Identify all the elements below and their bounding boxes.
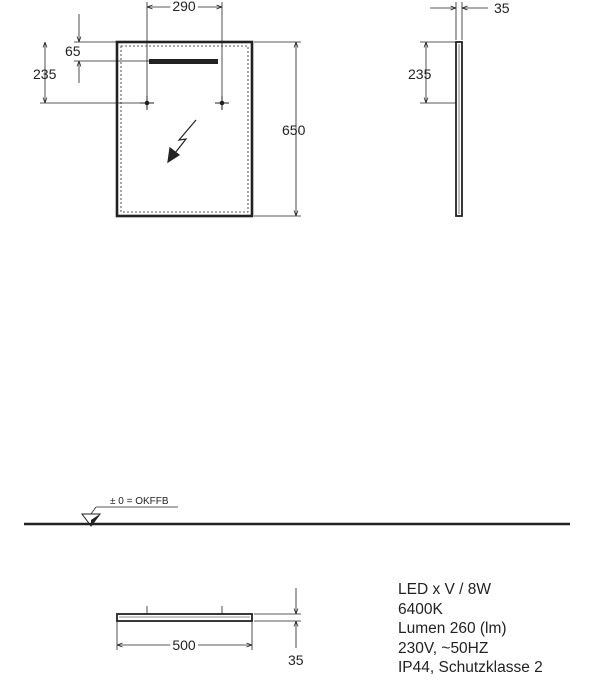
dim-235-front-label: 235 — [33, 66, 57, 82]
electrical-connection-icon — [167, 119, 197, 164]
spec-voltage: 230V, ~50HZ — [398, 639, 489, 657]
dim-235-side-label: 235 — [408, 66, 432, 82]
label-backdrop — [170, 637, 198, 653]
dim-35-side-label: 35 — [494, 0, 510, 16]
mirror-outline — [115, 40, 254, 218]
spec-protection: IP44, Schutzklasse 2 — [398, 659, 543, 676]
top-view — [116, 588, 301, 650]
spec-lumen: Lumen 260 (lm) — [398, 620, 507, 637]
side-view — [420, 2, 488, 217]
top-profile — [116, 613, 253, 622]
spec-color-temp: 6400K — [398, 600, 443, 618]
dim-65-label: 65 — [65, 43, 81, 59]
dim-650-label: 650 — [282, 122, 306, 138]
mounting-point-left — [140, 96, 154, 110]
spec-led: LED x V / 8W — [398, 581, 492, 598]
front-view — [40, 2, 301, 218]
floor-level — [24, 506, 570, 527]
label-backdrop — [170, 0, 198, 14]
dim-500-label: 500 — [172, 637, 196, 653]
spec-list: LED x V / 8W 6400K Lumen 260 (lm) 230V, … — [398, 580, 543, 678]
floor-level-label: ± 0 = OKFFB — [110, 496, 169, 507]
led-strip — [149, 59, 218, 64]
dim-35-top-label: 35 — [288, 652, 304, 668]
dim-290-label: 290 — [172, 0, 196, 14]
mounting-point-right — [215, 96, 229, 110]
mirror-inner-edge — [120, 45, 249, 213]
side-profile — [455, 41, 463, 217]
